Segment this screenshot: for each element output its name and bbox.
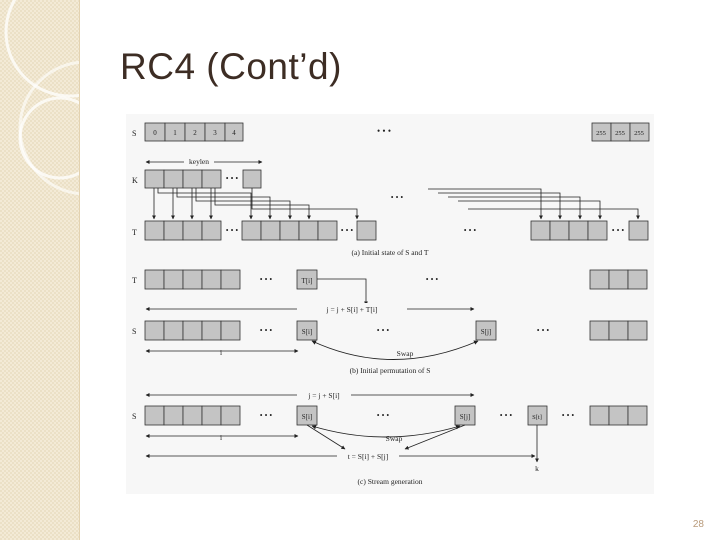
s-end-cell-0: 255 — [596, 130, 606, 137]
k-to-t-arrows — [152, 188, 640, 220]
row-label-k: K — [132, 176, 138, 185]
decorative-side-band — [0, 0, 80, 540]
eq-c-bg — [297, 389, 351, 401]
s-row-c — [144, 405, 648, 426]
row-label-s-b: S — [132, 327, 136, 336]
i-label-c: i — [220, 433, 222, 442]
t-sum-arrows — [306, 424, 466, 450]
s-cell-1: 1 — [173, 129, 177, 137]
s-end-row — [591, 122, 650, 142]
eq-t-bg — [337, 450, 399, 462]
side-band-edge — [79, 0, 80, 540]
t-i-cell: T[i] — [302, 277, 313, 285]
mapping-ellipsis: • • • — [391, 193, 404, 202]
s-b-ellipsis-3: • • • — [537, 326, 550, 335]
slide-title: RC4 (Cont’d) — [120, 46, 342, 87]
t-b-ellipsis-2: • • • — [426, 275, 439, 284]
s-j-cell-c: S[j] — [460, 413, 471, 421]
rc4-diagram: S 0 1 2 3 4 • • • 255 255 255 keylen K •… — [126, 114, 654, 494]
keylen-label: keylen — [189, 157, 209, 166]
s-row-b — [144, 320, 648, 341]
s-end-cell-1: 255 — [615, 130, 625, 137]
caption-a: (a) Initial state of S and T — [352, 248, 429, 257]
s-initial-row — [144, 122, 244, 142]
t-row — [144, 220, 649, 241]
k-row-ellipsis: • • • — [226, 174, 239, 183]
s-b-ellipsis-2: • • • — [377, 326, 390, 335]
s-j-cell-b: S[j] — [481, 328, 492, 336]
s-i-cell-c: S[i] — [302, 413, 313, 421]
keylen-label-bg — [184, 156, 214, 167]
t-row-b — [144, 269, 648, 290]
t-row-ellipsis-4: • • • — [612, 226, 625, 235]
s-c-ellipsis-1: • • • — [260, 411, 273, 420]
rc4-diagram-svg: S 0 1 2 3 4 • • • 255 255 255 keylen K •… — [126, 114, 654, 494]
s-c-ellipsis-4: • • • — [562, 411, 575, 420]
row-label-t-b: T — [132, 276, 137, 285]
caption-b: (b) Initial permutation of S — [350, 366, 431, 375]
decorative-circles — [4, 0, 80, 196]
eq-b: j = j + S[i] + T[i] — [326, 305, 378, 314]
s-t-cell-c: S[t] — [532, 414, 542, 421]
t-i-to-j-arrow — [317, 278, 368, 306]
k-label: k — [535, 464, 539, 473]
row-label-s: S — [132, 129, 136, 138]
page-number: 28 — [692, 519, 704, 530]
eq-t: t = S[i] + S[j] — [348, 452, 389, 461]
s-end-cell-2: 255 — [634, 130, 644, 137]
s-c-ellipsis-2: • • • — [377, 411, 390, 420]
s-row-ellipsis: • • • — [377, 126, 391, 136]
eq-c: j = j + S[i] — [307, 391, 339, 400]
eq-b-bg — [297, 303, 407, 315]
s-cell-2: 2 — [193, 129, 197, 137]
swap-arrow-b — [311, 340, 479, 360]
t-row-ellipsis-1: • • • — [226, 226, 239, 235]
caption-c: (c) Stream generation — [358, 477, 423, 486]
row-label-t: T — [132, 228, 137, 237]
swap-label-b: Swap — [397, 349, 414, 358]
s-cell-0: 0 — [153, 129, 157, 137]
swap-arrow-c — [311, 424, 461, 438]
i-label-b: i — [220, 348, 222, 357]
s-i-cell-b: S[i] — [302, 328, 313, 336]
k-row — [144, 169, 262, 189]
row-label-s-c: S — [132, 412, 136, 421]
t-row-ellipsis-3: • • • — [464, 226, 477, 235]
s-b-ellipsis-1: • • • — [260, 326, 273, 335]
t-b-ellipsis-1: • • • — [260, 275, 273, 284]
s-c-ellipsis-3: • • • — [500, 411, 513, 420]
swap-label-c: Swap — [386, 434, 403, 443]
t-row-ellipsis-2: • • • — [341, 226, 354, 235]
s-cell-3: 3 — [213, 129, 217, 137]
s-cell-4: 4 — [232, 129, 236, 137]
